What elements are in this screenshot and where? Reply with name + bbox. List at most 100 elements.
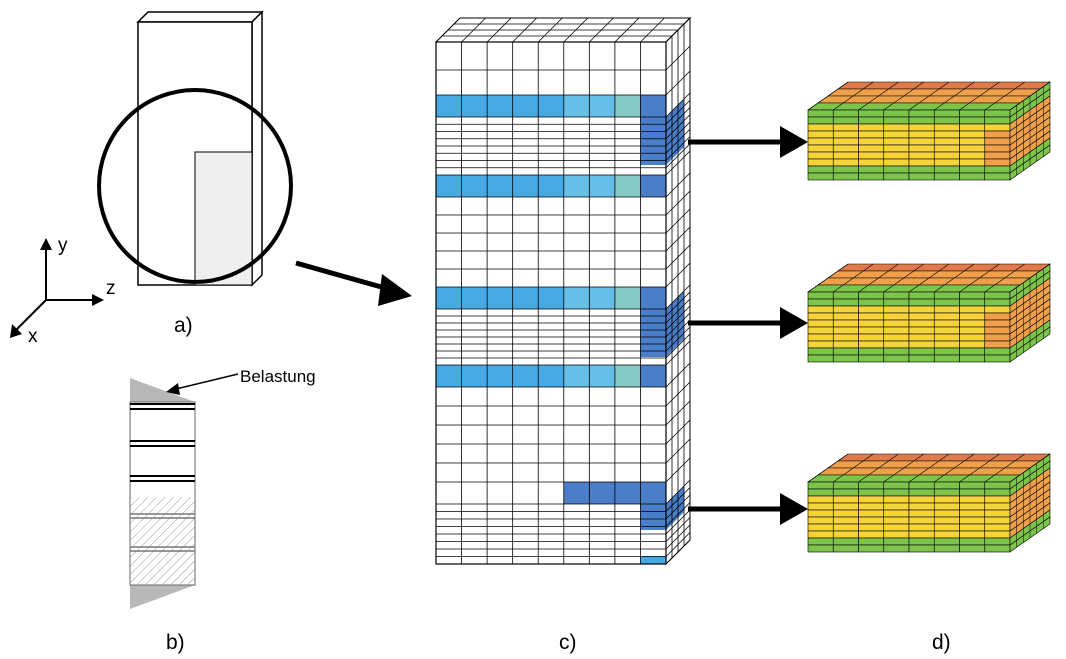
stress-cell: [832, 326, 859, 335]
stress-cell: [883, 165, 910, 174]
stress-cell: [959, 123, 986, 132]
stress-cell: [933, 502, 960, 511]
stress-cell: [807, 130, 834, 139]
stress-cell: [959, 523, 986, 532]
stress-cell: [984, 151, 1011, 160]
stress-cell: [933, 109, 960, 118]
stress-cell: [807, 305, 834, 314]
stress-cell: [858, 509, 885, 518]
axis-label-x: x: [28, 326, 38, 347]
stress-cell: [807, 516, 834, 525]
stress-cell: [984, 291, 1011, 300]
mesh-band-cell: [538, 287, 564, 309]
stress-cell: [959, 488, 986, 497]
stress-cell: [959, 354, 986, 363]
stress-cell: [933, 347, 960, 356]
stress-cell: [959, 481, 986, 490]
stress-cell: [832, 298, 859, 307]
zoom-circle: [97, 88, 293, 284]
stress-cell: [959, 502, 986, 511]
stress-cell: [933, 326, 960, 335]
stress-cell: [984, 509, 1011, 518]
stress-cell: [959, 165, 986, 174]
stress-cell: [807, 116, 834, 125]
stress-cell: [959, 116, 986, 125]
panel-c-mesh: [434, 16, 692, 566]
mesh-band-cell: [512, 95, 539, 117]
stress-cell: [933, 537, 960, 546]
stress-cell: [883, 305, 910, 314]
stress-block: [807, 263, 1051, 363]
stress-cell: [883, 488, 910, 497]
stress-cell: [908, 298, 935, 307]
load-triangle-bottom: [130, 585, 195, 609]
mesh-band-cell: [487, 95, 513, 117]
annotation-arrowhead: [166, 383, 180, 395]
stress-cell: [959, 495, 986, 504]
stress-cell: [984, 130, 1011, 139]
stress-cell: [832, 340, 859, 349]
mesh-band-cell: [487, 365, 513, 387]
panel-label-b: b): [166, 631, 185, 654]
stress-cell: [858, 109, 885, 118]
stress-cell: [807, 502, 834, 511]
stress-cell: [933, 144, 960, 153]
stress-cell: [959, 333, 986, 342]
stress-cell: [984, 305, 1011, 314]
stress-cell: [984, 495, 1011, 504]
stress-cell: [908, 291, 935, 300]
stress-cell: [832, 319, 859, 328]
stress-cell: [807, 312, 834, 321]
stress-cell: [908, 172, 935, 181]
stress-cell: [933, 354, 960, 363]
stress-cell: [807, 544, 834, 553]
panel-label-a: a): [174, 314, 193, 337]
stress-cell: [858, 326, 885, 335]
stress-cell: [908, 516, 935, 525]
stress-cell: [933, 165, 960, 174]
stress-cell: [807, 530, 834, 539]
stress-cell: [858, 158, 885, 167]
stress-cell: [984, 172, 1011, 181]
stress-cell: [984, 537, 1011, 546]
stress-cell: [883, 340, 910, 349]
stress-cell: [832, 495, 859, 504]
stress-cell: [807, 523, 834, 532]
mesh-band-cell: [563, 95, 590, 117]
stress-cell: [883, 481, 910, 490]
mesh-stress-patch: [640, 309, 666, 357]
stress-cell: [984, 544, 1011, 553]
stress-cell: [883, 347, 910, 356]
stress-cell: [883, 509, 910, 518]
stress-cell: [959, 137, 986, 146]
stress-cell: [832, 347, 859, 356]
stress-cell: [908, 340, 935, 349]
stress-cell: [984, 326, 1011, 335]
stress-cell: [883, 544, 910, 553]
stress-cell: [832, 158, 859, 167]
stress-cell: [984, 481, 1011, 490]
stress-cell: [807, 495, 834, 504]
mesh-band-cell: [512, 175, 539, 197]
stress-cell: [883, 319, 910, 328]
stress-cell: [933, 291, 960, 300]
stress-cell: [883, 109, 910, 118]
column-inner-region: [194, 151, 253, 286]
stress-cell: [933, 298, 960, 307]
stress-cell: [908, 523, 935, 532]
stress-cell: [908, 137, 935, 146]
stress-cell: [807, 123, 834, 132]
mesh-band-cell: [589, 482, 615, 504]
stress-cell: [908, 544, 935, 553]
stress-cell: [858, 312, 885, 321]
stress-cell: [908, 326, 935, 335]
stress-cell: [858, 481, 885, 490]
stress-cell: [933, 172, 960, 181]
stress-cell: [959, 158, 986, 167]
mesh-band-cell: [461, 95, 488, 117]
stress-cell: [883, 137, 910, 146]
mesh-band-cell: [614, 95, 641, 117]
stress-cell: [807, 291, 834, 300]
stress-cell: [933, 305, 960, 314]
stress-cell: [933, 158, 960, 167]
